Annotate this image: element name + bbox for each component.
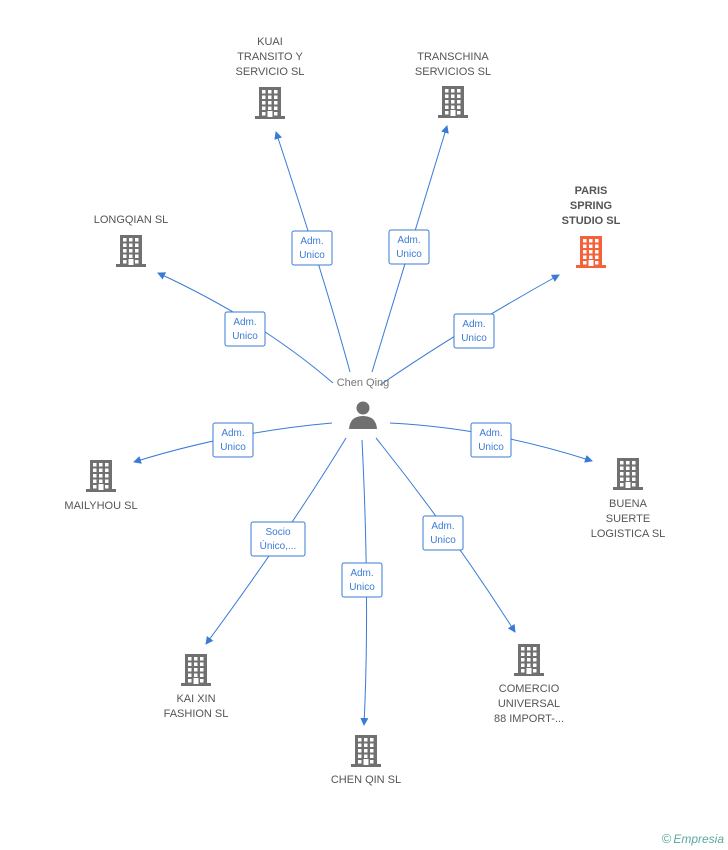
role-label-box[interactable]: Adm. Unico [422, 515, 464, 551]
building-icon [181, 654, 211, 686]
role-label-line: Unico [220, 442, 246, 453]
company-name-line: MAILYHOU SL [64, 500, 137, 512]
company-name-line: SERVICIOS SL [415, 66, 491, 78]
building-icon [86, 460, 116, 492]
company-name-line: UNIVERSAL [498, 698, 560, 710]
company-node-kaixin[interactable]: KAI XIN FASHION SL [164, 654, 229, 720]
company-node-paris[interactable]: PARIS SPRING STUDIO SL [562, 185, 621, 268]
company-name-line: SUERTE [606, 513, 650, 525]
role-label-box[interactable]: SocioÚnico,... [250, 521, 306, 557]
role-label-line: Unico [396, 249, 422, 260]
role-label-box[interactable]: Adm. Unico [388, 229, 430, 265]
building-icon [514, 644, 544, 676]
person-name: Chen Qing [337, 377, 390, 389]
edge-paris: Adm. Unico [379, 274, 560, 386]
company-name-line: SPRING [570, 200, 612, 212]
brand-name: Empresia [673, 832, 724, 846]
company-name-line: PARIS [575, 185, 608, 197]
edge-transchina: Adm. Unico [371, 125, 449, 373]
company-name-line: CHEN QIN SL [331, 774, 401, 786]
role-label-line: Adm. [233, 317, 256, 328]
role-label-box[interactable]: Adm. Unico [341, 562, 383, 598]
edge-comercio: Adm. Unico [375, 437, 516, 633]
role-label-line: Unico [430, 535, 456, 546]
building-icon [438, 86, 468, 118]
company-node-buena[interactable]: BUENA SUERTE LOGISTICA SL [591, 458, 666, 540]
edge-mailyhou: Adm. Unico [133, 422, 333, 464]
copyright-symbol: © [661, 831, 672, 846]
company-name-line: LONGQIAN SL [94, 214, 169, 226]
company-node-kuai[interactable]: KUAI TRANSITO Y SERVICIO SL [236, 36, 305, 119]
role-label-line: Adm. [479, 428, 502, 439]
edge-kaixin: SocioÚnico,... [205, 437, 347, 645]
role-label-line: Adm. [397, 235, 420, 246]
edge-buena: Adm. Unico [389, 422, 593, 463]
edge-chenqin: Adm. Unico [341, 439, 383, 726]
person-node[interactable]: Chen Qing [337, 377, 390, 429]
building-icon [576, 236, 606, 268]
role-label-box[interactable]: Adm. Unico [470, 422, 512, 458]
role-label-box[interactable]: Adm. Unico [224, 311, 266, 347]
role-label-line: Adm. [300, 236, 323, 247]
company-node-transchina[interactable]: TRANSCHINA SERVICIOS SL [415, 51, 491, 118]
empresia-watermark[interactable]: ©Empresia [662, 831, 724, 846]
role-label-line: Adm. [462, 319, 485, 330]
role-label-line: Unico [478, 442, 504, 453]
company-node-longqian[interactable]: LONGQIAN SL [94, 214, 169, 267]
company-name-line: FASHION SL [164, 708, 229, 720]
edge-longqian: Adm. Unico [157, 272, 334, 384]
edge-line [274, 131, 351, 373]
role-label-line: Adm. [221, 428, 244, 439]
company-node-chenqin[interactable]: CHEN QIN SL [331, 735, 401, 786]
building-icon [351, 735, 381, 767]
building-icon [613, 458, 643, 490]
role-label-line: Unico [349, 582, 375, 593]
nodes-layer: KUAI TRANSITO Y SERVICIO SL TRANSCHINA SERVI… [64, 36, 665, 786]
company-name-line: LOGISTICA SL [591, 528, 666, 540]
role-label-line: Adm. [350, 568, 373, 579]
role-label-box[interactable]: Adm. Unico [212, 422, 254, 458]
company-name-line: KAI XIN [176, 693, 215, 705]
company-name-line: COMERCIO [499, 683, 560, 695]
company-node-comercio[interactable]: COMERCIO UNIVERSAL 88 IMPORT-... [494, 644, 564, 725]
role-label-line: Unico [299, 250, 325, 261]
company-name-line: BUENA [609, 498, 648, 510]
person-icon [349, 401, 377, 429]
edge-kuai: Adm. Unico [274, 131, 351, 373]
role-label-line: Único,... [260, 539, 297, 552]
role-label-box[interactable]: Adm. Unico [453, 313, 495, 349]
role-label-line: Unico [461, 333, 487, 344]
building-icon [116, 235, 146, 267]
role-label-line: Socio [265, 527, 290, 538]
company-name-line: STUDIO SL [562, 215, 621, 227]
edges-layer: Adm.UnicoAdm.UnicoAdm.UnicoAdm.UnicoAdm.… [133, 125, 593, 726]
building-icon [255, 87, 285, 119]
role-label-line: Adm. [431, 521, 454, 532]
role-label-line: Unico [232, 331, 258, 342]
company-name-line: TRANSITO Y [237, 51, 303, 63]
company-name-line: 88 IMPORT-... [494, 713, 564, 725]
company-name-line: TRANSCHINA [417, 51, 489, 63]
company-node-mailyhou[interactable]: MAILYHOU SL [64, 460, 138, 512]
company-name-line: SERVICIO SL [236, 66, 305, 78]
role-label-box[interactable]: Adm. Unico [291, 230, 333, 266]
company-name-line: KUAI [257, 36, 283, 48]
